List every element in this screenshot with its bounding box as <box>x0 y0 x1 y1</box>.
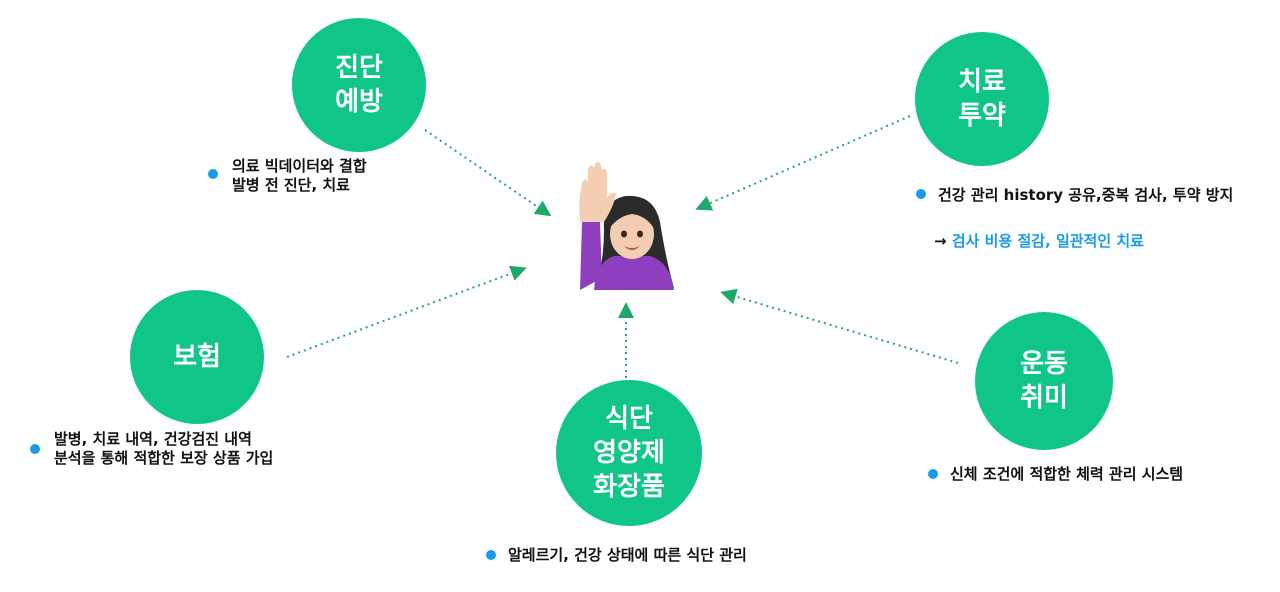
arrow-treatment-to-person <box>695 115 911 211</box>
description-line: 분석을 통해 적합한 보장 상품 가입 <box>54 449 274 467</box>
node-diet-supplements-cosmetics: 식단 영양제 화장품 <box>556 380 702 526</box>
arrow-exercise-to-person <box>720 288 959 364</box>
person-raising-hand-icon <box>574 160 686 294</box>
node-label: 진단 예방 <box>335 53 383 117</box>
description-line: 신체 조건에 적합한 체력 관리 시스템 <box>950 465 1184 483</box>
node-label: 운동 취미 <box>1020 349 1068 413</box>
bullet-dot <box>30 444 40 454</box>
node-label: 치료 투약 <box>958 67 1006 131</box>
description-line: 의료 빅데이터와 결합 <box>232 157 367 175</box>
description-treatment-result: → 검사 비용 절감, 일관적인 치료 <box>934 232 1144 251</box>
node-insurance: 보험 <box>130 290 264 424</box>
description-treatment: 건강 관리 history 공유,중복 검사, 투약 방지 <box>938 186 1233 205</box>
description-line: 알레르기, 건강 상태에 따른 식단 관리 <box>508 546 747 564</box>
description-exercise: 신체 조건에 적합한 체력 관리 시스템 <box>950 465 1183 484</box>
bullet-dot <box>916 189 926 199</box>
description-diet: 알레르기, 건강 상태에 따른 식단 관리 <box>508 546 747 565</box>
description-line: 건강 관리 history 공유,중복 검사, 투약 방지 <box>938 186 1234 204</box>
description-insurance: 발병, 치료 내역, 건강검진 내역 분석을 통해 적합한 보장 상품 가입 <box>54 430 273 468</box>
node-label: 보험 <box>173 342 221 372</box>
arrow-diagnosis-to-person <box>424 129 552 217</box>
description-line: 발병 전 진단, 치료 <box>232 176 350 194</box>
node-diagnosis-prevention: 진단 예방 <box>292 18 426 152</box>
description-emphasis: 검사 비용 절감, 일관적인 치료 <box>951 232 1144 250</box>
description-diagnosis: 의료 빅데이터와 결합 발병 전 진단, 치료 <box>232 157 367 195</box>
description-line: 발병, 치료 내역, 건강검진 내역 <box>54 430 252 448</box>
bullet-dot <box>928 469 938 479</box>
arrow-right-icon: → <box>934 232 952 250</box>
node-treatment-medication: 치료 투약 <box>915 32 1049 166</box>
bullet-dot <box>486 550 496 560</box>
node-label: 식단 영양제 화장품 <box>593 404 665 502</box>
arrow-insurance-to-person <box>286 265 527 358</box>
bullet-dot <box>208 169 218 179</box>
node-exercise-hobby: 운동 취미 <box>975 312 1113 450</box>
